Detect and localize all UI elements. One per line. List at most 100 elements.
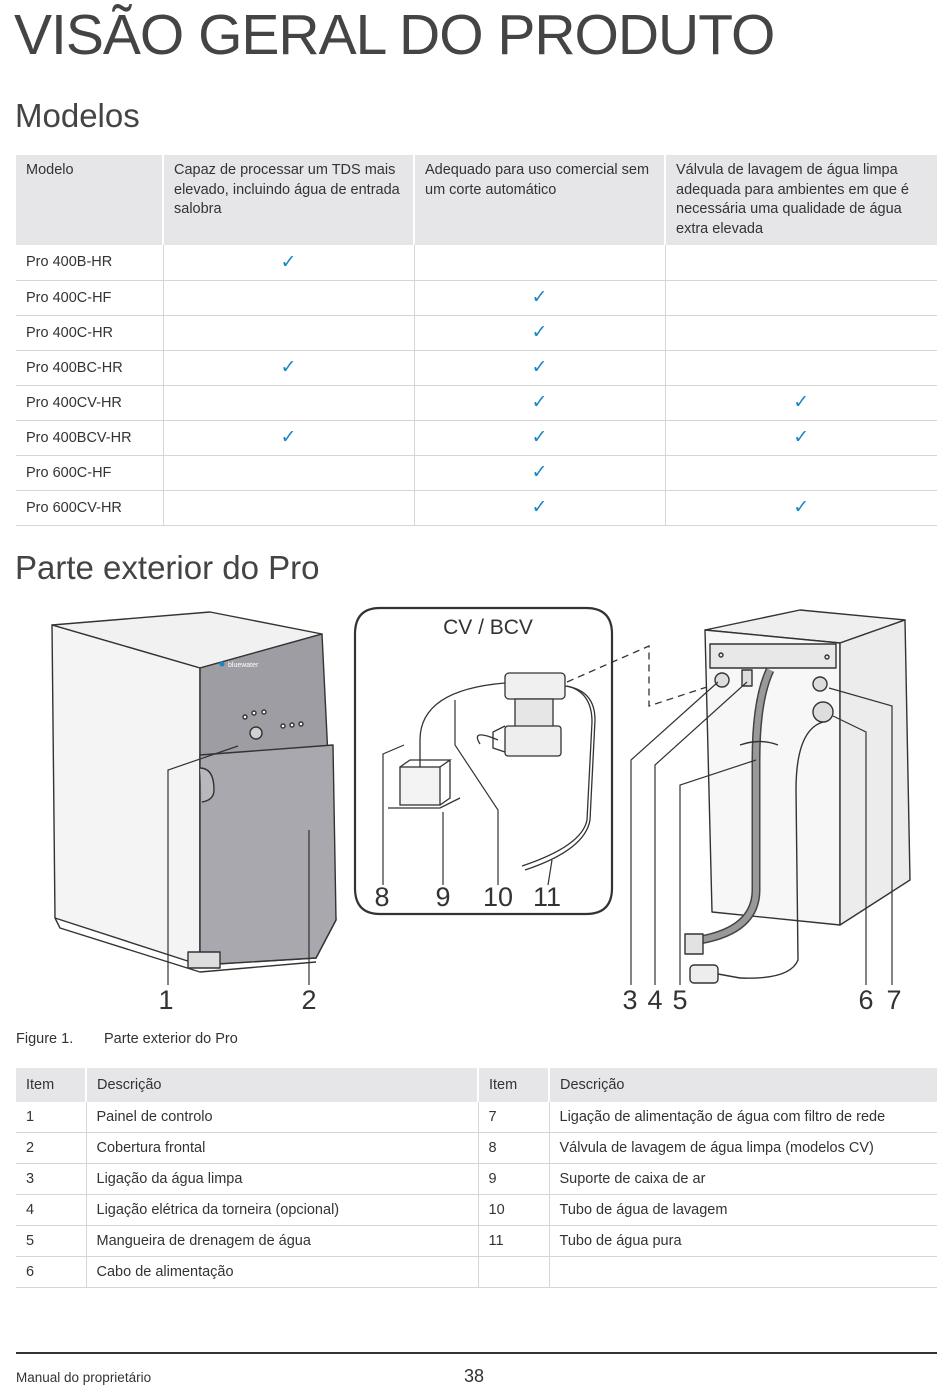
item-number: 4 — [16, 1194, 87, 1226]
exterior-heading: Parte exterior do Pro — [15, 549, 320, 586]
checkmark-icon: ✓ — [665, 385, 937, 421]
brand-label: bluewater — [228, 662, 259, 669]
product-diagram: bluewater CV / BCV — [51, 606, 911, 1015]
model-name: Pro 400BC-HR — [16, 350, 164, 386]
model-name: Pro 400CV-HR — [16, 385, 164, 421]
header-item-left: Item — [16, 1068, 87, 1102]
model-row: Pro 600C-HF ✓ — [16, 455, 937, 491]
model-name: Pro 600C-HF — [16, 455, 164, 491]
empty-cell — [665, 280, 937, 316]
empty-cell — [163, 315, 415, 351]
model-name: Pro 400C-HR — [16, 315, 164, 351]
callout-8: 8 — [374, 882, 389, 912]
item-number: 5 — [16, 1225, 87, 1257]
empty-cell — [414, 245, 666, 281]
models-table: Modelo Capaz de processar um TDS mais el… — [16, 155, 937, 526]
figure-caption-text: Parte exterior do Pro — [104, 1031, 238, 1047]
callout-11: 11 — [533, 882, 561, 912]
checkmark-icon: ✓ — [163, 350, 415, 386]
model-name: Pro 400C-HF — [16, 280, 164, 316]
rear-unit-illustration — [684, 609, 911, 984]
header-description-left: Descrição — [86, 1068, 479, 1102]
item-description: Cabo de alimentação — [86, 1256, 479, 1288]
empty-cell — [665, 350, 937, 386]
item-number: 9 — [478, 1163, 550, 1195]
checkmark-icon: ✓ — [665, 420, 937, 456]
item-number: 7 — [478, 1102, 550, 1133]
model-name: Pro 400BCV-HR — [16, 420, 164, 456]
item-description: Ligação da água limpa — [86, 1163, 479, 1195]
item-description: Ligação de alimentação de água com filtr… — [549, 1102, 937, 1133]
cv-inset: CV / BCV — [353, 606, 614, 916]
model-name: Pro 400B-HR — [16, 245, 164, 281]
checkmark-icon: ✓ — [414, 490, 666, 526]
empty-cell — [163, 280, 415, 316]
callout-3: 3 — [622, 985, 637, 1015]
items-table-header-row: Item Descrição Item Descrição — [16, 1068, 937, 1102]
checkmark-icon: ✓ — [414, 385, 666, 421]
item-description: Tubo de água pura — [549, 1225, 937, 1257]
models-table-header-row: Modelo Capaz de processar um TDS mais el… — [16, 155, 937, 245]
footer-manual-label: Manual do proprietário — [16, 1370, 152, 1385]
model-row: Pro 400BCV-HR✓✓✓ — [16, 420, 937, 456]
item-number — [478, 1256, 550, 1288]
model-row: Pro 600CV-HR ✓✓ — [16, 490, 937, 526]
checkmark-icon: ✓ — [163, 245, 415, 281]
item-description: Mangueira de drenagem de água — [86, 1225, 479, 1257]
empty-cell — [665, 455, 937, 491]
callout-9: 9 — [435, 882, 450, 912]
callout-1: 1 — [158, 985, 173, 1015]
item-description: Suporte de caixa de ar — [549, 1163, 937, 1195]
inset-link-line — [566, 645, 717, 707]
item-description: Painel de controlo — [86, 1102, 479, 1133]
callout-4: 4 — [647, 985, 662, 1015]
header-item-right: Item — [478, 1068, 550, 1102]
item-number: 10 — [478, 1194, 550, 1226]
checkmark-icon: ✓ — [665, 490, 937, 526]
model-row: Pro 400B-HR✓ — [16, 245, 937, 281]
checkmark-icon: ✓ — [414, 350, 666, 386]
brand-dot — [219, 661, 225, 667]
header-model: Modelo — [16, 155, 164, 245]
item-number: 2 — [16, 1132, 87, 1164]
page-title: VISÃO GERAL DO PRODUTO — [14, 3, 775, 67]
item-number: 6 — [16, 1256, 87, 1288]
callout-lines — [167, 681, 893, 985]
callout-6: 6 — [858, 985, 873, 1015]
callout-2: 2 — [301, 985, 316, 1015]
item-description: Cobertura frontal — [86, 1132, 479, 1164]
empty-cell — [665, 245, 937, 281]
empty-cell — [163, 490, 415, 526]
callout-7: 7 — [886, 985, 901, 1015]
item-number: 11 — [478, 1225, 550, 1257]
item-description: Tubo de água de lavagem — [549, 1194, 937, 1226]
checkmark-icon: ✓ — [414, 455, 666, 491]
models-heading: Modelos — [15, 97, 140, 134]
callout-5: 5 — [672, 985, 687, 1015]
header-description-right: Descrição — [549, 1068, 937, 1102]
item-description — [549, 1256, 937, 1288]
model-row: Pro 400BC-HR✓✓ — [16, 350, 937, 386]
model-row: Pro 400CV-HR ✓✓ — [16, 385, 937, 421]
item-number: 1 — [16, 1102, 87, 1133]
callout-numbers: 1 2 3 4 5 6 7 8 9 10 11 — [158, 882, 901, 1015]
header-tds: Capaz de processar um TDS mais elevado, … — [163, 155, 415, 245]
item-description: Válvula de lavagem de água limpa (modelo… — [549, 1132, 937, 1164]
item-number: 8 — [478, 1132, 550, 1164]
header-flush-valve: Válvula de lavagem de água limpa adequad… — [665, 155, 937, 245]
model-row: Pro 400C-HR✓ — [16, 315, 937, 351]
empty-cell — [163, 455, 415, 491]
checkmark-icon: ✓ — [414, 420, 666, 456]
footer-rule — [16, 1352, 937, 1354]
empty-cell — [665, 315, 937, 351]
front-unit-illustration — [51, 611, 337, 973]
callout-10: 10 — [483, 882, 513, 912]
item-description: Ligação elétrica da torneira (opcional) — [86, 1194, 479, 1226]
model-name: Pro 600CV-HR — [16, 490, 164, 526]
header-commercial: Adequado para uso comercial sem um corte… — [414, 155, 666, 245]
